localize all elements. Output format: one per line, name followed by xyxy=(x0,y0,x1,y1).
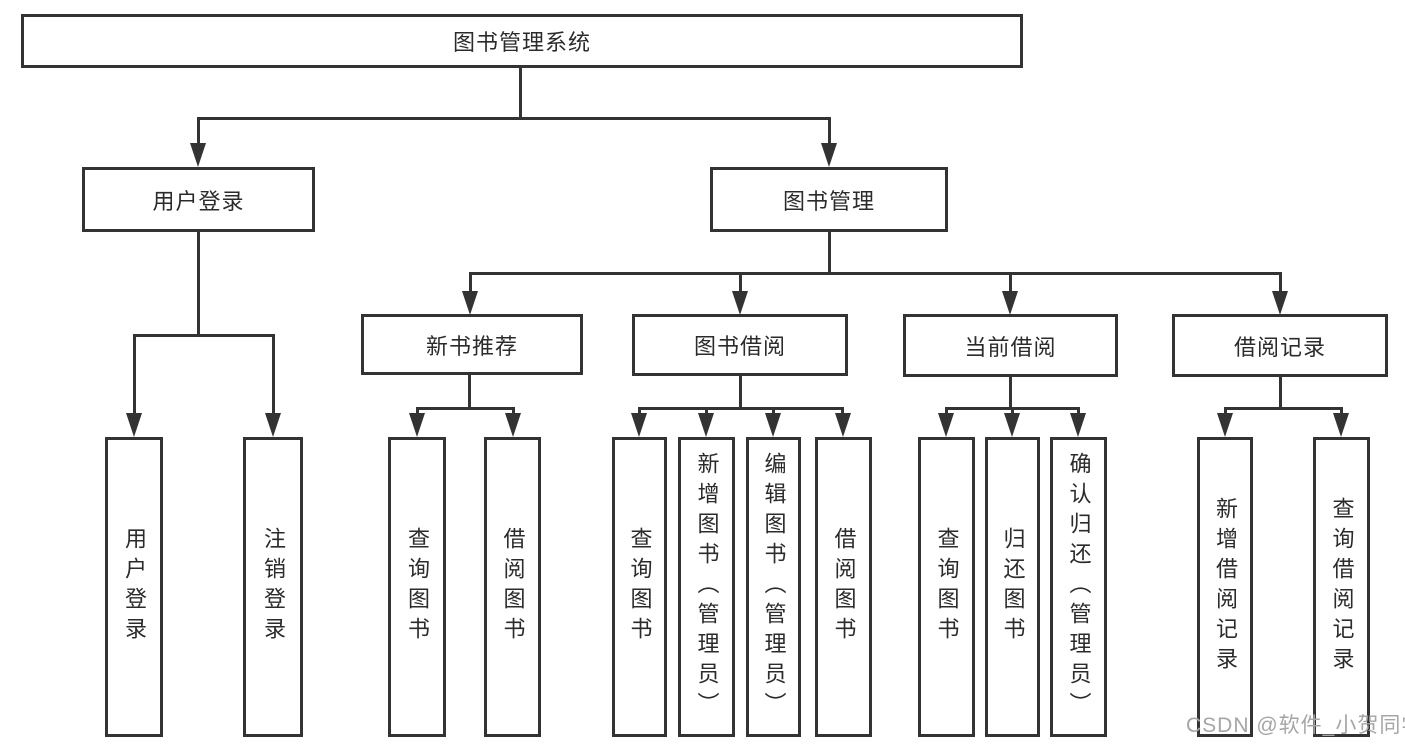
arrowhead-leaf-logout xyxy=(265,413,281,437)
edge-book-borrowing-rail xyxy=(638,407,844,410)
node-current-borrowing: 当前借阅 xyxy=(903,314,1118,377)
edge-to-borrow-records xyxy=(1279,272,1282,294)
node-book-management: 图书管理 xyxy=(710,167,948,232)
edge-book-management-stub xyxy=(828,232,831,274)
node-user-login-label: 用户登录 xyxy=(152,188,245,214)
arrowhead-book-borrowing xyxy=(732,291,748,315)
edge-user-login-rail xyxy=(133,334,275,337)
leaf-add-borrow-record-label: 新增借阅记录 xyxy=(1213,497,1238,677)
edge-level3-rail xyxy=(470,272,1281,275)
leaf-borrow-books: 借阅图书 xyxy=(815,437,872,737)
leaf-return-book: 归还图书 xyxy=(985,437,1040,737)
node-borrow-records: 借阅记录 xyxy=(1172,314,1388,377)
leaf-add-borrow-record: 新增借阅记录 xyxy=(1197,437,1253,737)
arrowhead-leaf-borrow-books xyxy=(835,413,851,437)
arrowhead-book-management xyxy=(821,143,837,167)
edge-to-leaf-edit-book xyxy=(772,407,775,417)
arrowhead-leaf-user-login xyxy=(126,413,142,437)
node-user-login: 用户登录 xyxy=(82,167,315,232)
edge-to-book-borrowing xyxy=(739,272,742,294)
leaf-query-borrow-record: 查询借阅记录 xyxy=(1313,437,1370,737)
leaf-user-login: 用户登录 xyxy=(105,437,163,737)
edge-to-leaf-query-current xyxy=(945,407,948,417)
node-new-book-recommend-label: 新书推荐 xyxy=(425,333,518,359)
arrowhead-new-book-recommend xyxy=(462,291,478,315)
node-book-borrowing: 图书借阅 xyxy=(632,314,848,376)
leaf-query-books-borrowing-label: 查询图书 xyxy=(627,527,653,647)
leaf-edit-book-admin-label: 编辑图书（管理员） xyxy=(761,452,787,722)
node-borrow-records-label: 借阅记录 xyxy=(1233,334,1326,360)
leaf-add-book-admin-label: 新增图书（管理员） xyxy=(694,452,720,722)
edge-to-leaf-add-record xyxy=(1224,407,1227,417)
arrowhead-leaf-query-record xyxy=(1333,413,1349,437)
edge-to-current-borrowing xyxy=(1009,272,1012,294)
edge-current-borrowing-stub xyxy=(1009,377,1012,410)
leaf-confirm-return-admin: 确认归还（管理员） xyxy=(1050,437,1107,737)
arrowhead-leaf-query-borrowing xyxy=(631,413,647,437)
edge-to-leaf-user-login xyxy=(133,334,136,414)
edge-to-user-login xyxy=(197,117,200,146)
leaf-logout-label: 注销登录 xyxy=(261,527,286,647)
leaf-confirm-return-admin-label: 确认归还（管理员） xyxy=(1066,452,1092,722)
edge-to-new-book-recommend xyxy=(469,272,472,294)
edge-level2-rail xyxy=(197,117,831,120)
arrowhead-leaf-add-record xyxy=(1217,413,1233,437)
edge-to-leaf-logout xyxy=(272,334,275,414)
leaf-add-book-admin: 新增图书（管理员） xyxy=(678,437,735,737)
leaf-query-books-current-label: 查询图书 xyxy=(934,527,960,647)
edge-book-borrowing-stub xyxy=(739,376,742,410)
edge-to-leaf-query-record xyxy=(1340,407,1343,417)
edge-to-leaf-query-borrowing xyxy=(638,407,641,417)
edge-new-book-stub xyxy=(468,375,471,410)
arrowhead-leaf-query-recommend xyxy=(409,413,425,437)
edge-to-leaf-borrow-books xyxy=(841,407,844,417)
node-new-book-recommend: 新书推荐 xyxy=(361,314,583,375)
edge-to-leaf-query-recommend xyxy=(416,407,419,417)
leaf-query-books-borrowing: 查询图书 xyxy=(612,437,667,737)
edge-to-book-management xyxy=(828,117,831,146)
leaf-query-books-current: 查询图书 xyxy=(918,437,975,737)
arrowhead-user-login xyxy=(190,143,206,167)
leaf-query-books-recommend: 查询图书 xyxy=(388,437,446,737)
root-node-label: 图书管理系统 xyxy=(452,30,591,55)
arrowhead-leaf-edit-book xyxy=(765,413,781,437)
leaf-borrow-books-recommend-label: 借阅图书 xyxy=(500,527,526,647)
arrowhead-leaf-confirm-return xyxy=(1070,413,1086,437)
node-book-management-label: 图书管理 xyxy=(782,188,875,214)
csdn-watermark: CSDN @软件_小贺同学 xyxy=(1186,714,1405,737)
edge-user-login-stub xyxy=(197,232,200,337)
edge-new-book-rail xyxy=(416,407,515,410)
leaf-edit-book-admin: 编辑图书（管理员） xyxy=(746,437,801,737)
node-current-borrowing-label: 当前借阅 xyxy=(964,334,1057,360)
edge-to-leaf-add-book xyxy=(705,407,708,417)
edge-to-leaf-borrow-recommend xyxy=(512,407,515,417)
arrowhead-borrow-records xyxy=(1272,291,1288,315)
leaf-query-books-recommend-label: 查询图书 xyxy=(405,527,430,647)
edge-borrow-records-stub xyxy=(1279,377,1282,410)
node-book-borrowing-label: 图书借阅 xyxy=(693,334,786,359)
edge-to-leaf-confirm-return xyxy=(1077,407,1080,417)
leaf-borrow-books-recommend: 借阅图书 xyxy=(484,437,541,737)
leaf-return-book-label: 归还图书 xyxy=(1000,527,1026,647)
edge-to-leaf-return-book xyxy=(1011,407,1014,417)
leaf-borrow-books-label: 借阅图书 xyxy=(831,527,857,647)
arrowhead-leaf-borrow-recommend xyxy=(505,413,521,437)
leaf-query-borrow-record-label: 查询借阅记录 xyxy=(1329,497,1355,677)
arrowhead-leaf-return-book xyxy=(1004,413,1020,437)
arrowhead-leaf-query-current xyxy=(938,413,954,437)
root-node: 图书管理系统 xyxy=(21,14,1023,68)
edge-root-stub xyxy=(519,68,522,117)
edge-borrow-records-rail xyxy=(1224,407,1342,410)
arrowhead-current-borrowing xyxy=(1002,291,1018,315)
leaf-user-login-label: 用户登录 xyxy=(122,527,147,647)
arrowhead-leaf-add-book xyxy=(698,413,714,437)
leaf-logout: 注销登录 xyxy=(243,437,303,737)
